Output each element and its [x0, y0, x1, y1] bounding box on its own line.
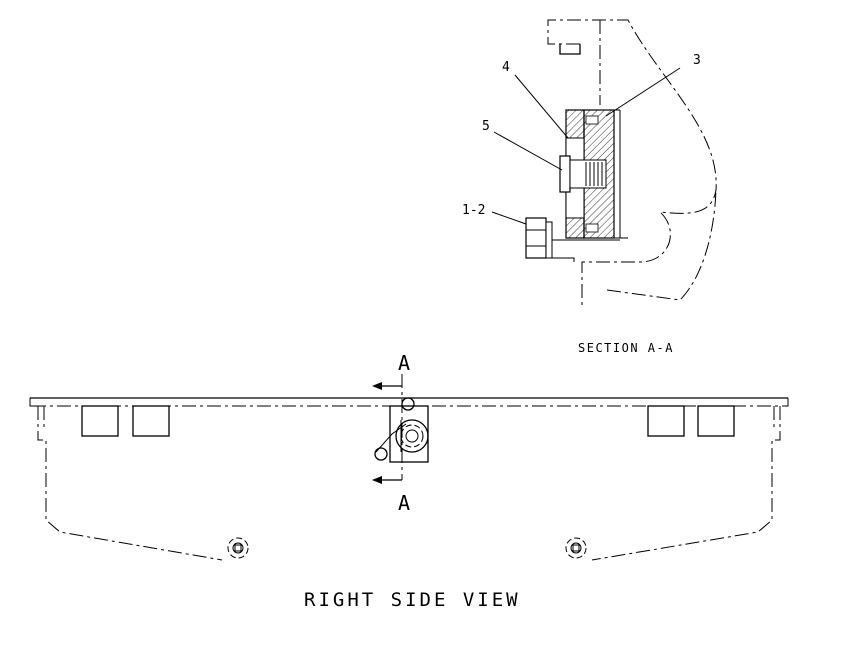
callout-5: 5 — [482, 119, 490, 134]
bolt-threads — [585, 162, 603, 186]
section-cut-marker — [372, 374, 403, 484]
washer — [545, 221, 553, 259]
leader-4 — [514, 74, 569, 139]
bracket-outline — [547, 19, 717, 306]
body-left-outline — [37, 406, 223, 561]
bolt-shank — [569, 159, 607, 189]
tab-3 — [647, 405, 685, 437]
mount-point-right — [565, 537, 587, 559]
section-a-a-detail: 4 3 5 1-2 SECTION A-A — [462, 19, 717, 355]
bracket-notch — [559, 44, 581, 55]
mount-point-left — [227, 537, 249, 559]
body-right-outline — [591, 406, 781, 561]
leader-1-2 — [491, 211, 527, 225]
tab-1 — [81, 405, 119, 437]
tab-2 — [132, 405, 170, 437]
section-marker-top: A — [398, 351, 410, 375]
bolt-head-part-5 — [559, 155, 571, 193]
bolt-foot — [552, 257, 575, 262]
bolt-head-part-1-2 — [525, 217, 547, 259]
bracket-lower-edge — [606, 189, 717, 301]
tab-4 — [697, 405, 735, 437]
insert-top — [585, 115, 599, 125]
callout-4: 4 — [502, 60, 510, 75]
rail-right-end — [782, 398, 789, 407]
leader-5 — [493, 131, 563, 171]
callout-3: 3 — [693, 53, 701, 68]
center-bracket — [374, 397, 429, 463]
right-side-view: A A RIGHT SIDE VIEW — [29, 351, 789, 611]
leader-3 — [605, 67, 681, 117]
callout-1-2: 1-2 — [462, 203, 485, 218]
rail-left-end — [29, 398, 36, 407]
section-marker-bottom: A — [398, 491, 410, 515]
insert-bottom — [585, 223, 599, 233]
section-caption: SECTION A-A — [578, 341, 674, 355]
view-title: RIGHT SIDE VIEW — [304, 589, 521, 611]
